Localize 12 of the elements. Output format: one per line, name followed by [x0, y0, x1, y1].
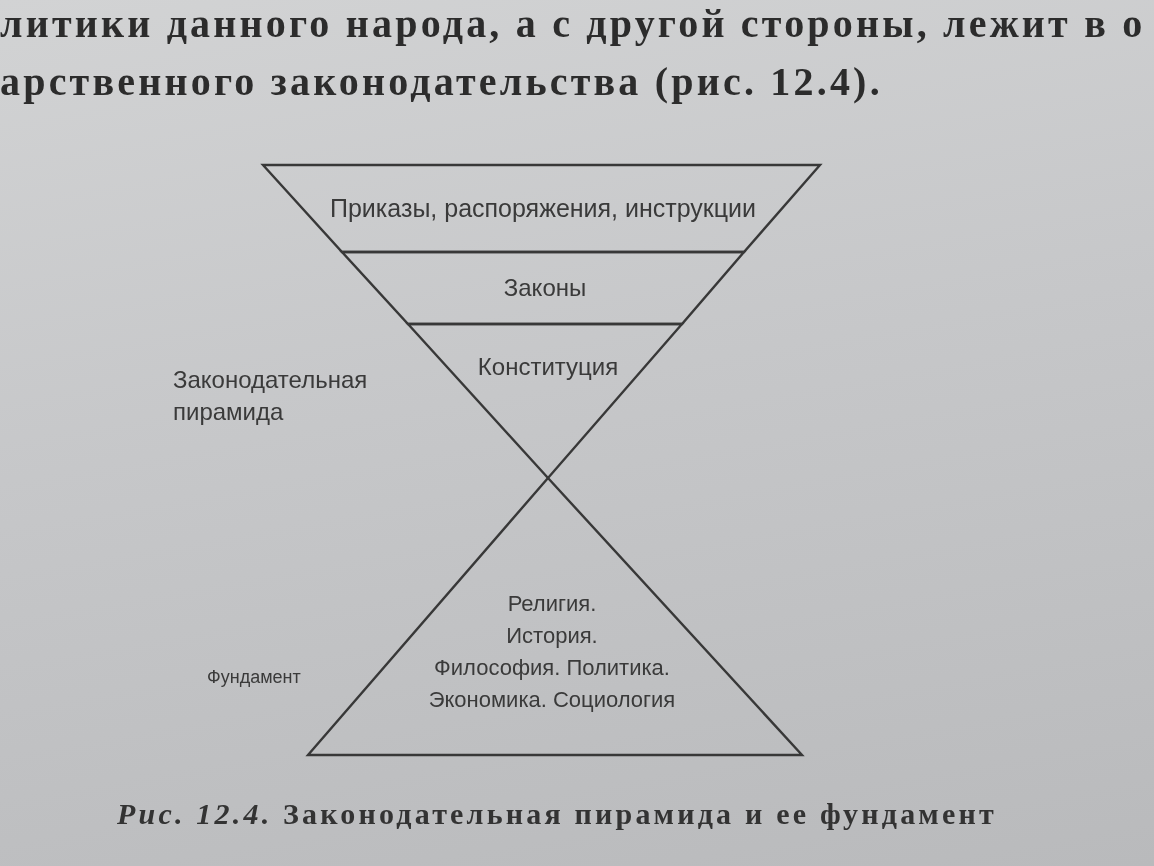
- tier-label: Приказы, распоряжения, инструкции: [330, 193, 756, 223]
- body-text: литики данного народа, а с другой стороны, лежит в о: [0, 0, 1146, 47]
- foundation-text: Религия. История. Философия. Политика. Экономика. Социология: [428, 591, 676, 712]
- tier-label: Конституция: [477, 353, 619, 381]
- figure-caption: Рис. 12.4. Законодательная пирамида и ее фундамент: [117, 797, 997, 831]
- side-label: Фундамент: [207, 667, 301, 688]
- trapezoid-tier: [263, 165, 820, 252]
- body-text: арственного законодательства (рис. 12.4).: [0, 58, 883, 105]
- side-label: Законодательная пирамида: [173, 365, 369, 427]
- tier-label: Законы: [503, 274, 587, 302]
- triangle-tier: [408, 324, 682, 478]
- trapezoid-tier: [342, 252, 744, 324]
